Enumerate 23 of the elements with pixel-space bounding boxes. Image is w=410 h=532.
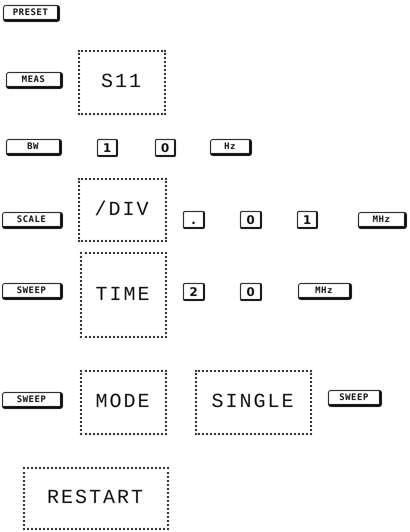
softkey-label: S11: [78, 50, 166, 115]
number-key: 0: [240, 283, 262, 301]
number-key: 1: [297, 211, 318, 229]
softkey-label: RESTART: [23, 467, 169, 530]
hard-key: MHz: [358, 212, 407, 229]
softkey-label: /DIV: [78, 178, 167, 242]
softkey-label: TIME: [80, 252, 167, 338]
softkey-label: SINGLE: [195, 370, 312, 435]
number-key: 1: [97, 139, 118, 157]
hard-key: SWEEP: [2, 283, 63, 300]
hard-key: MEAS: [6, 72, 63, 89]
number-key: 2: [183, 283, 205, 301]
softkey-label: MODE: [80, 370, 167, 435]
number-key: .: [183, 211, 205, 229]
number-key: 0: [240, 211, 262, 229]
hard-key: SWEEP: [2, 392, 63, 409]
hard-key: PRESET: [3, 5, 60, 22]
hard-key: SWEEP: [328, 390, 382, 407]
hard-key: Hz: [210, 139, 252, 156]
hard-key: MHz: [298, 283, 352, 300]
hard-key: BW: [6, 139, 62, 156]
number-key: 0: [155, 139, 176, 157]
hard-key: SCALE: [2, 212, 63, 229]
